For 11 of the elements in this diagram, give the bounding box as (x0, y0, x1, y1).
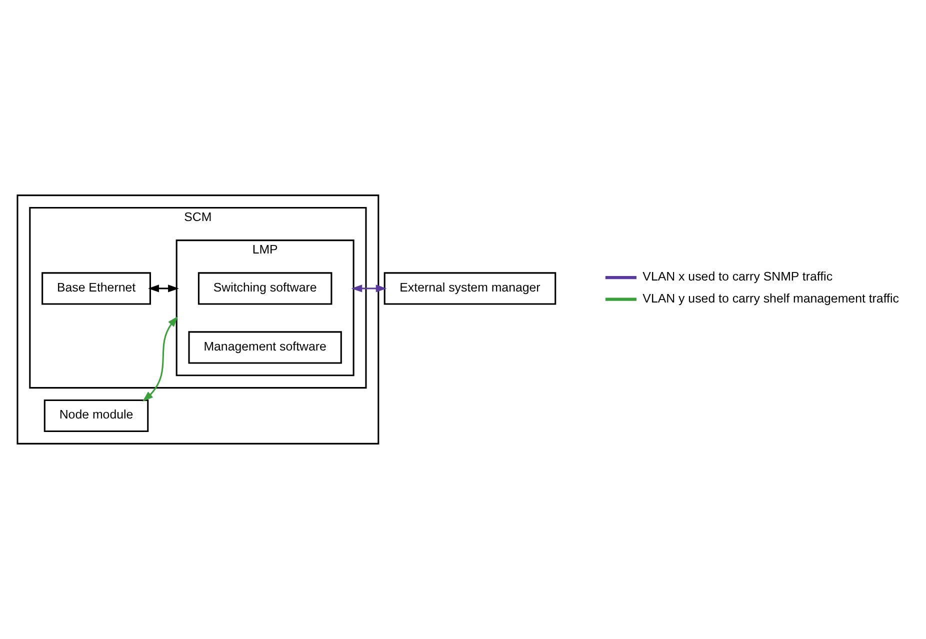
arrow (351, 284, 387, 292)
arrow (142, 316, 178, 402)
legend-label: VLAN y used to carry shelf management traffic (642, 291, 899, 306)
node-box: Switching software (198, 272, 332, 305)
node-box: Node module (44, 399, 149, 432)
node-box: External system manager (384, 272, 556, 305)
node-box: Management software (188, 331, 342, 364)
cluster (16, 194, 380, 444)
arrow (148, 284, 179, 292)
node-box: Base Ethernet (42, 272, 151, 305)
legend-label: VLAN x used to carry SNMP traffic (642, 270, 833, 284)
